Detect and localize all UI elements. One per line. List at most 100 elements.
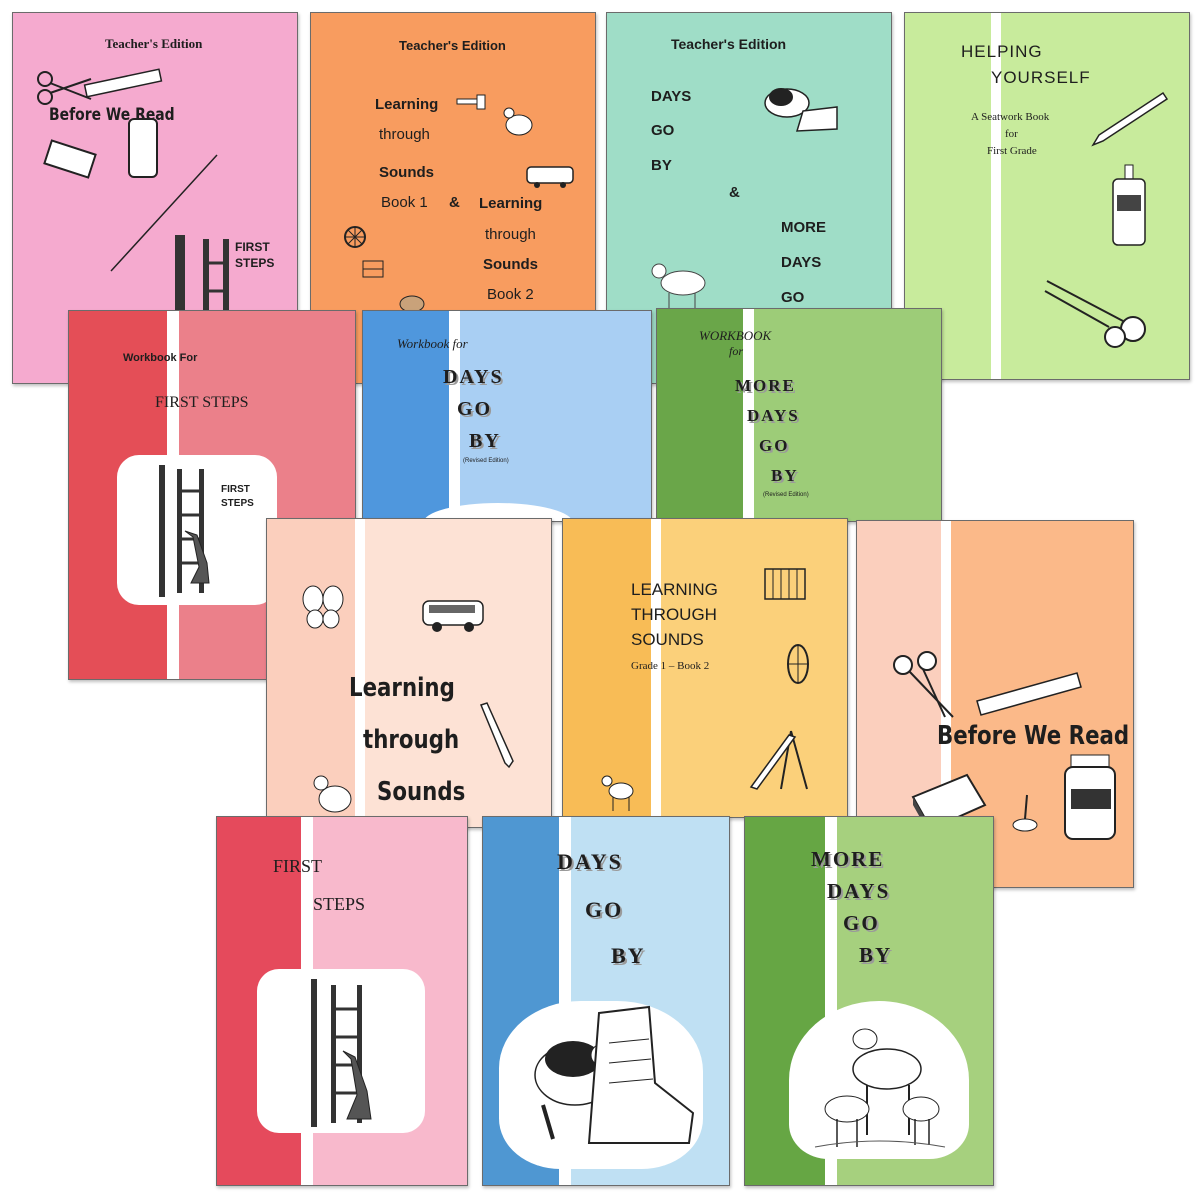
dark-band: [363, 311, 449, 521]
pencil-icon: [1091, 91, 1169, 147]
book-number-1: Book 1: [381, 194, 428, 211]
title-line-3: BY: [611, 943, 646, 968]
illustration-panel: [423, 503, 573, 521]
workbook-label-1: WORKBOOK: [699, 328, 772, 343]
title-line-3: SOUNDS: [631, 630, 704, 649]
title-line-r2: DAYS: [781, 254, 822, 271]
book-helping-yourself[interactable]: HELPING YOURSELF A Seatwork Book for Fir…: [904, 12, 1190, 380]
ruler-icon: [976, 672, 1082, 716]
title-line-r2: through: [485, 226, 536, 243]
ampersand: &: [449, 194, 460, 211]
bus-icon: [422, 600, 484, 632]
illustration-panel: [499, 1001, 703, 1169]
title-line-2: GO: [457, 398, 493, 420]
white-stripe: [651, 519, 661, 817]
glue-bottle-icon: [1112, 164, 1146, 246]
boot-icon: [587, 1005, 695, 1144]
dark-band: [563, 519, 651, 817]
white-stripe: [991, 13, 1001, 379]
white-stripe: [743, 309, 754, 521]
gate-icon: [362, 260, 384, 278]
hen-icon: [313, 775, 352, 813]
sub-title-1: FIRST: [235, 240, 270, 254]
panel-title-2: STEPS: [221, 498, 254, 509]
sub-title-2: STEPS: [235, 256, 275, 270]
title-line-r3: Sounds: [483, 256, 538, 273]
illustration-panel: [257, 969, 425, 1133]
crayon-box-icon: [43, 139, 97, 179]
gate-icon: [764, 568, 806, 600]
workbook-label: Workbook for: [397, 336, 468, 351]
workbook-label-2: for: [729, 344, 744, 358]
butterfly-icon: [302, 585, 344, 629]
book-days-go-by[interactable]: DAYS GO BY: [482, 816, 730, 1186]
cat-icon: [342, 1050, 372, 1120]
title-line-4: BY: [859, 943, 893, 967]
panel-title-1: FIRST: [221, 484, 250, 495]
illustration-panel: FIRST STEPS: [117, 455, 277, 605]
goat-icon: [651, 263, 706, 315]
subtitle-3: First Grade: [987, 145, 1037, 157]
book-workbook-more-days-go-by[interactable]: WORKBOOK for MORE DAYS GO BY (Revised Ed…: [656, 308, 942, 522]
pencil-icon: [479, 702, 514, 769]
title-line-1: Learning: [375, 96, 439, 113]
book-number-2: Book 2: [487, 286, 534, 303]
edition-note: (Revised Edition): [463, 458, 509, 464]
title-line-1: MORE: [811, 847, 885, 871]
subtitle-2: for: [1005, 128, 1018, 140]
book-more-days-go-by[interactable]: MORE DAYS GO BY: [744, 816, 994, 1186]
book-title: Before We Read: [937, 721, 1130, 751]
dark-band: [657, 309, 743, 521]
edition-label: Teacher's Edition: [399, 38, 506, 53]
paste-jar-icon: [1064, 754, 1116, 840]
book-learning-through-sounds[interactable]: Learning through Sounds: [266, 518, 552, 828]
title-line-2: through: [363, 725, 460, 755]
title-line-3: BY: [469, 430, 501, 452]
book-learning-through-sounds-2[interactable]: LEARNING THROUGH SOUNDS Grade 1 – Book 2: [562, 518, 848, 818]
hammer-icon: [456, 94, 486, 110]
white-stripe: [941, 521, 951, 887]
hen-icon: [503, 107, 533, 136]
workbook-label: Workbook For: [123, 352, 198, 364]
title-line-r1: Learning: [479, 195, 543, 212]
title-line-2: GO: [651, 122, 675, 139]
title-line-3: GO: [843, 911, 880, 935]
title-line-2: DAYS: [827, 879, 891, 903]
bus-icon: [526, 166, 574, 188]
white-stripe: [449, 311, 460, 521]
title-line-2: through: [379, 126, 430, 143]
title-line-1: LEARNING: [631, 580, 718, 599]
scissors-icon: [1044, 280, 1146, 348]
cat-icon: [184, 530, 210, 584]
title-line-3: Sounds: [379, 164, 434, 181]
ladder-icon: [311, 979, 362, 1127]
edition-note: (Revised Edition): [763, 492, 809, 498]
scissors-icon: [37, 71, 92, 105]
book-workbook-first-steps[interactable]: Workbook For FIRST STEPS FIRST STEPS: [68, 310, 356, 680]
illustration-panel: [789, 1001, 969, 1159]
title-line-r1: MORE: [781, 219, 826, 236]
title-line-1: FIRST: [273, 856, 323, 876]
slide-icon: [749, 730, 808, 790]
ampersand: &: [729, 184, 740, 201]
title-line-3: GO: [759, 436, 790, 455]
book-title: FIRST STEPS: [155, 394, 249, 411]
title-line-r3: GO: [781, 289, 805, 306]
subtitle-1: A Seatwork Book: [971, 111, 1050, 123]
edition-label: Teacher's Edition: [671, 36, 787, 52]
title-line-4: BY: [771, 466, 799, 485]
wagon-wheel-icon: [787, 644, 809, 684]
title-line-1: Learning: [349, 673, 455, 703]
title-line-3: Sounds: [377, 777, 466, 807]
divider-line: [110, 154, 218, 272]
title-line-2: DAYS: [747, 406, 800, 425]
goat-icon: [814, 1028, 946, 1148]
title-line-2: YOURSELF: [991, 68, 1091, 87]
book-first-steps[interactable]: FIRST STEPS: [216, 816, 468, 1186]
ladder-icon: [159, 465, 204, 597]
scissors-icon: [893, 651, 954, 718]
book-workbook-days-go-by[interactable]: Workbook for DAYS GO BY (Revised Edition…: [362, 310, 652, 522]
title-line-3: BY: [651, 157, 672, 174]
title-line-1: HELPING: [961, 42, 1043, 61]
title-line-2: STEPS: [313, 894, 366, 914]
